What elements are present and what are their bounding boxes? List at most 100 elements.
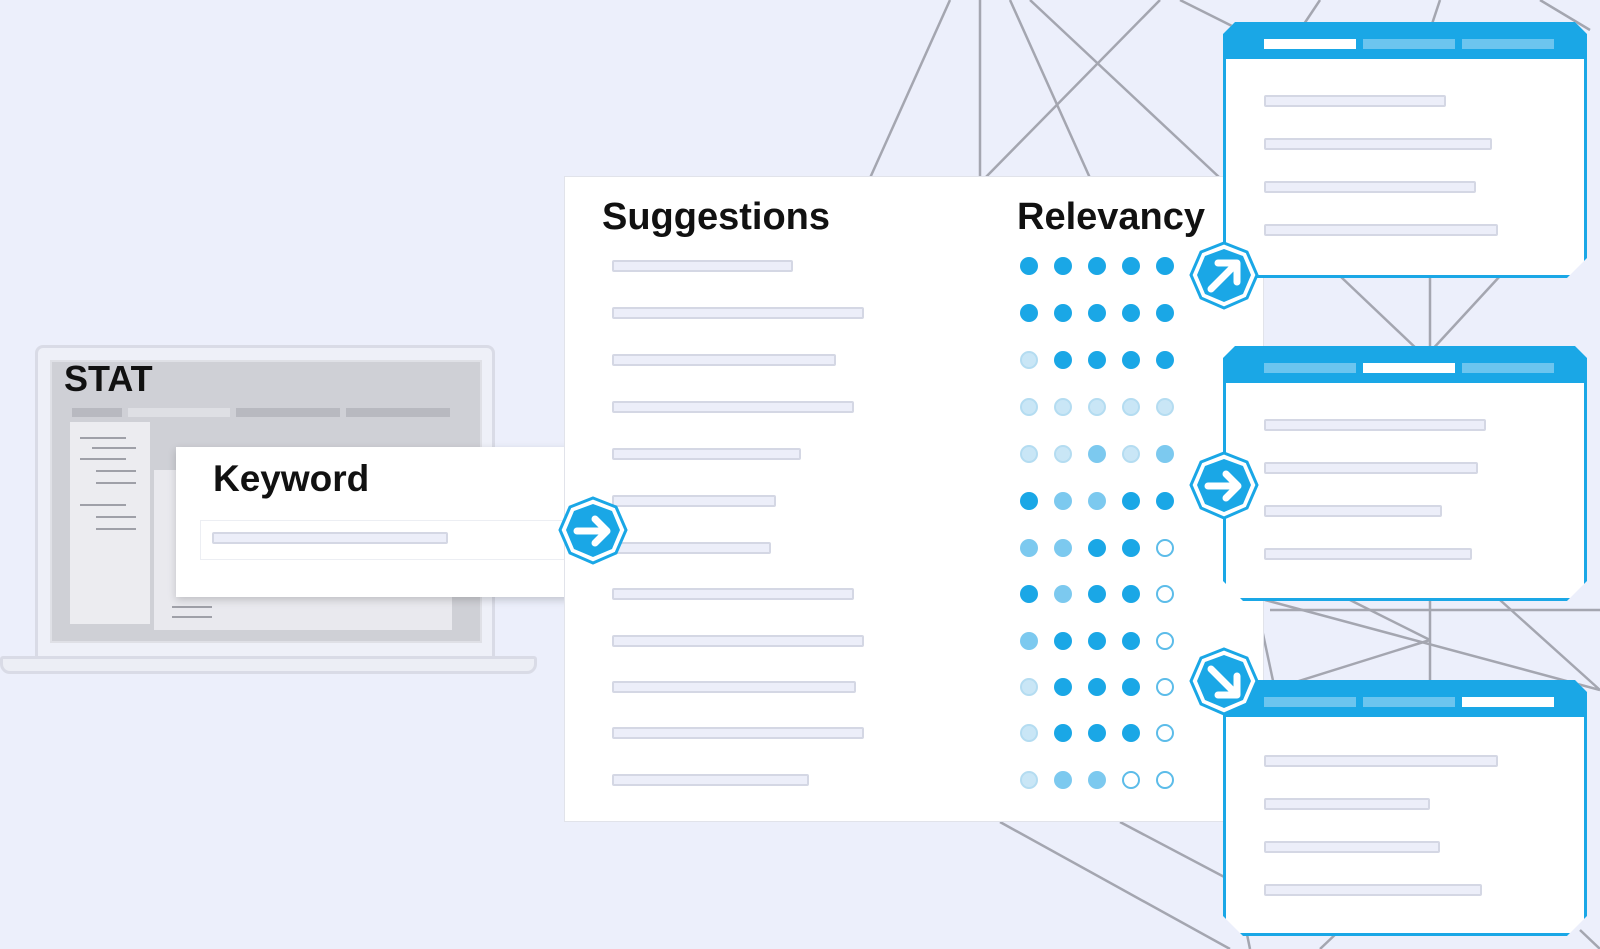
window-tab (1462, 697, 1554, 707)
screen-text-line (172, 606, 212, 608)
relevancy-dot (1088, 445, 1106, 463)
relevancy-dot (1088, 257, 1106, 275)
result-line (1264, 419, 1486, 431)
relevancy-dot (1088, 492, 1106, 510)
screen-text-line (96, 470, 136, 472)
result-line (1264, 505, 1442, 517)
suggestions-card (564, 176, 1264, 822)
relevancy-dot (1054, 398, 1072, 416)
relevancy-dot (1122, 445, 1140, 463)
relevancy-dot (1122, 492, 1140, 510)
suggestions-title: Suggestions (602, 196, 831, 238)
relevancy-dot (1156, 492, 1174, 510)
result-line (1264, 181, 1476, 193)
relevancy-dot (1122, 678, 1140, 696)
arrow-up-right-icon (1189, 241, 1259, 310)
suggestion-bar (612, 681, 856, 693)
relevancy-dot (1088, 632, 1106, 650)
relevancy-dot (1054, 445, 1072, 463)
relevancy-dot (1156, 678, 1174, 696)
window-tab (1264, 697, 1356, 707)
window-tab (1264, 39, 1356, 49)
suggestion-bar (612, 354, 836, 366)
relevancy-dot (1020, 304, 1038, 322)
screen-text-line (96, 516, 136, 518)
relevancy-dot (1054, 304, 1072, 322)
relevancy-dot (1020, 678, 1038, 696)
arrow-down-right-icon (1189, 647, 1259, 716)
arrow-right-icon (1189, 451, 1259, 520)
relevancy-dot (1054, 632, 1072, 650)
result-window-1 (1223, 22, 1587, 278)
relevancy-dot (1122, 398, 1140, 416)
result-line (1264, 841, 1440, 853)
relevancy-dot (1088, 398, 1106, 416)
result-line (1264, 138, 1492, 150)
relevancy-dot (1122, 257, 1140, 275)
suggestion-bar (612, 588, 854, 600)
relevancy-dot (1156, 771, 1174, 789)
relevancy-dot (1122, 632, 1140, 650)
relevancy-dot (1088, 351, 1106, 369)
relevancy-dot (1156, 257, 1174, 275)
screen-text-line (80, 504, 126, 506)
arrow-right-icon (558, 496, 628, 565)
result-window-3 (1223, 680, 1587, 936)
screen-text-line (96, 528, 136, 530)
result-line (1264, 548, 1472, 560)
suggestion-bar (612, 727, 864, 739)
relevancy-dot (1054, 492, 1072, 510)
relevancy-dot (1122, 585, 1140, 603)
relevancy-dot (1122, 304, 1140, 322)
screen-text-line (80, 437, 126, 439)
suggestion-bar (612, 635, 864, 647)
relevancy-dot (1020, 351, 1038, 369)
suggestion-bar (612, 401, 854, 413)
screen-tab (128, 408, 230, 417)
window-tab (1363, 697, 1455, 707)
suggestion-bar (612, 774, 809, 786)
relevancy-dot (1020, 398, 1038, 416)
relevancy-dot (1088, 585, 1106, 603)
relevancy-title: Relevancy (1017, 196, 1206, 238)
relevancy-dot (1156, 585, 1174, 603)
relevancy-dot (1156, 724, 1174, 742)
relevancy-dot (1122, 351, 1140, 369)
relevancy-dot (1122, 771, 1140, 789)
relevancy-dot (1156, 398, 1174, 416)
result-line (1264, 95, 1446, 107)
relevancy-dot (1020, 724, 1038, 742)
relevancy-dot (1020, 257, 1038, 275)
relevancy-dot (1054, 257, 1072, 275)
relevancy-dot (1020, 492, 1038, 510)
keyword-input[interactable] (212, 532, 448, 544)
relevancy-dot (1088, 678, 1106, 696)
window-tab (1363, 363, 1455, 373)
result-line (1264, 755, 1498, 767)
window-tab (1462, 39, 1554, 49)
relevancy-dot (1020, 771, 1038, 789)
relevancy-dot (1054, 539, 1072, 557)
screen-tab (346, 408, 450, 417)
relevancy-dot (1156, 445, 1174, 463)
screen-tab (72, 408, 122, 417)
screen-sidebar (70, 422, 150, 624)
window-tab (1264, 363, 1356, 373)
result-line (1264, 224, 1498, 236)
suggestion-bar (612, 307, 864, 319)
relevancy-dot (1054, 351, 1072, 369)
screen-text-line (80, 458, 126, 460)
result-line (1264, 462, 1478, 474)
relevancy-dot (1156, 632, 1174, 650)
window-tab (1363, 39, 1455, 49)
screen-text-line (172, 616, 212, 618)
result-window-2 (1223, 346, 1587, 601)
suggestion-bar (612, 448, 801, 460)
keyword-title: Keyword (213, 458, 370, 499)
relevancy-dot (1088, 539, 1106, 557)
relevancy-dot (1020, 632, 1038, 650)
relevancy-dot (1088, 771, 1106, 789)
relevancy-dot (1020, 585, 1038, 603)
relevancy-dot (1020, 445, 1038, 463)
